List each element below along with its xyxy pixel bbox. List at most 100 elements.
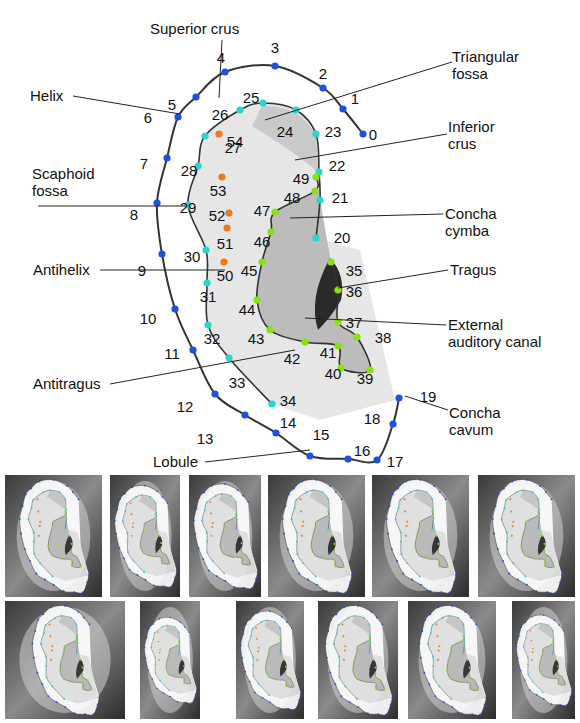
photo-background (318, 601, 398, 719)
photo-background (512, 601, 575, 719)
leader-line (73, 96, 180, 114)
part-label: Triangular fossa (452, 48, 532, 82)
callout-number: 32 (204, 330, 221, 347)
callout-number: 18 (364, 410, 381, 427)
part-label: Tragus (450, 261, 496, 278)
landmark-dot (306, 452, 313, 459)
landmark-dot (174, 113, 181, 120)
landmark-dot (241, 411, 248, 418)
landmark-dot (203, 279, 210, 286)
leader-line (205, 450, 310, 462)
landmark-dot (316, 196, 323, 203)
landmark-dot (218, 173, 225, 180)
callout-number: 23 (325, 123, 342, 140)
landmark-dot (189, 346, 196, 353)
landmark-dot (271, 62, 278, 69)
landmark-dot (220, 258, 227, 265)
callout-number: 48 (284, 189, 301, 206)
photo-background (372, 475, 469, 597)
callout-number: 36 (346, 283, 363, 300)
ear-photo (268, 475, 365, 597)
ear-photo (408, 601, 496, 719)
part-label: Concha cymba (445, 205, 507, 239)
landmark-dot (271, 208, 278, 215)
callout-number: 28 (181, 162, 198, 179)
callout-number: 41 (320, 344, 337, 361)
callout-number: 16 (354, 442, 371, 459)
photo-landmarks (516, 614, 573, 705)
callout-number: 51 (217, 235, 234, 252)
leader-line (110, 350, 295, 384)
photo-landmarks (324, 605, 393, 716)
part-label: Superior crus (150, 20, 239, 37)
leader-line (305, 318, 446, 325)
callout-number: 13 (197, 430, 214, 447)
callout-number: 53 (210, 182, 227, 199)
callout-number: 20 (334, 229, 351, 246)
callout-number: 44 (239, 301, 256, 318)
callout-number: 45 (241, 262, 258, 279)
leader-line (290, 214, 443, 218)
photo-background (189, 475, 261, 597)
landmark-dot (312, 130, 319, 137)
callout-number: 30 (184, 248, 201, 265)
photo-landmarks (19, 479, 90, 594)
landmark-dot (312, 234, 319, 241)
callout-number: 4 (217, 49, 225, 66)
callout-number: 43 (248, 330, 265, 347)
callout-number: 47 (254, 202, 271, 219)
ear-photo (478, 475, 575, 597)
photo-grid (5, 475, 575, 719)
part-label: Concha cavum (449, 404, 511, 438)
callout-number: 54 (227, 133, 244, 150)
callout-number: 5 (168, 96, 176, 113)
ear-photo (189, 475, 261, 597)
callout-number: 39 (357, 370, 374, 387)
callout-number: 40 (325, 365, 342, 382)
callout-number: 24 (277, 123, 294, 140)
landmark-dot (223, 224, 230, 231)
landmark-dot (215, 130, 222, 137)
photo-background (5, 475, 102, 597)
photo-landmarks (193, 483, 259, 589)
callout-number: 35 (346, 262, 363, 279)
callout-number: 31 (200, 288, 217, 305)
callout-number: 2 (319, 65, 327, 82)
landmark-dot (344, 455, 351, 462)
photo-landmarks (386, 479, 457, 594)
landmark-dot (225, 354, 232, 361)
callout-number: 26 (212, 106, 229, 123)
leader-line (265, 62, 452, 120)
photo-background (478, 475, 575, 597)
callout-number: 6 (144, 109, 152, 126)
callout-number: 17 (387, 453, 404, 470)
ear-photo (5, 601, 125, 719)
ear-photo (318, 601, 398, 719)
landmark-dot (211, 390, 218, 397)
ear-drawing (153, 62, 402, 463)
leader-line (100, 270, 225, 271)
landmark-dot (327, 258, 334, 265)
landmark-dot (359, 130, 366, 137)
photo-background (110, 475, 180, 597)
callout-number: 10 (140, 310, 157, 327)
landmark-dot (163, 154, 170, 161)
photo-landmarks (418, 605, 487, 716)
photo-landmarks (492, 479, 563, 594)
landmark-dot (202, 246, 209, 253)
callout-number: 49 (293, 170, 310, 187)
landmark-dot (373, 456, 380, 463)
callout-number: 14 (280, 414, 297, 431)
landmark-dot (204, 321, 211, 328)
landmark-dot (171, 305, 178, 312)
callout-number: 46 (254, 233, 271, 250)
landmark-dot (395, 394, 402, 401)
callout-number: 29 (180, 199, 197, 216)
antihelix-outline (188, 103, 320, 404)
photo-landmarks (114, 485, 178, 588)
landmark-dot (312, 173, 319, 180)
antihelix-fill (188, 103, 395, 420)
landmark-dot (236, 106, 243, 113)
callout-number: 12 (177, 398, 194, 415)
landmark-dot (268, 400, 275, 407)
